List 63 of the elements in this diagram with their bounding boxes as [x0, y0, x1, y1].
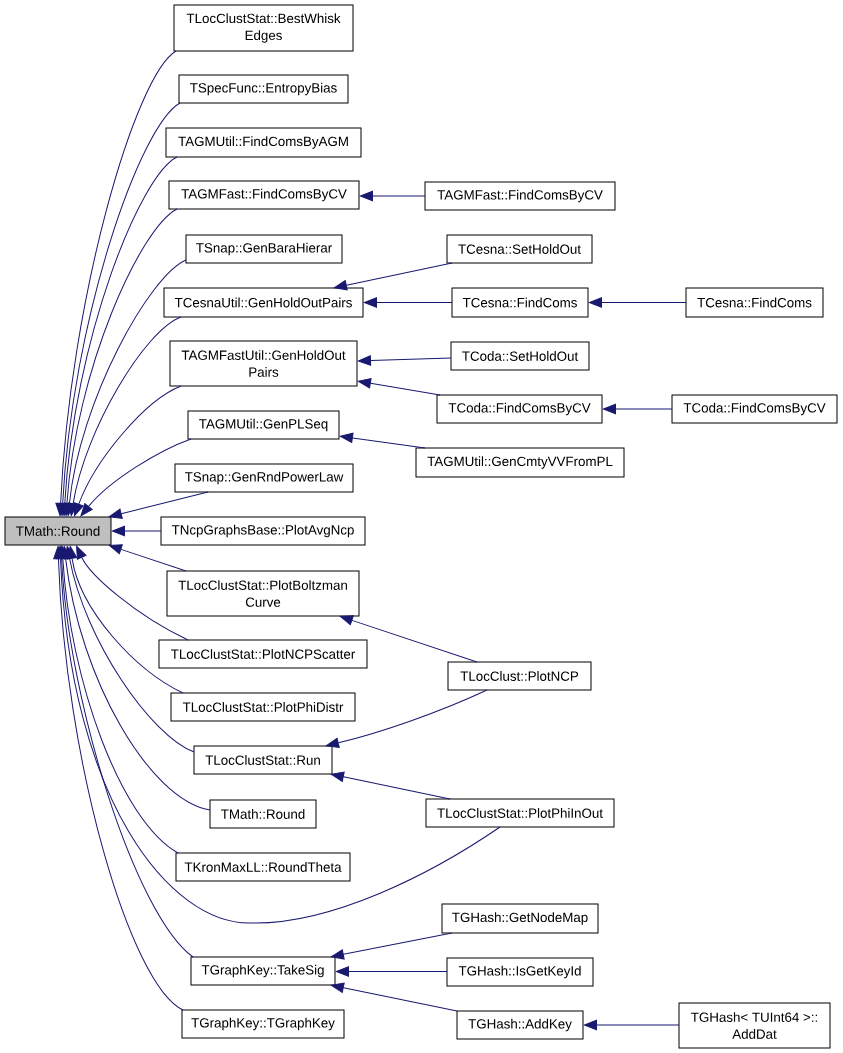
arrow	[59, 156, 178, 517]
arrow	[53, 545, 184, 1011]
function-box: TGHash< TUInt64 >:: AddDat	[678, 1002, 831, 1049]
arrow	[61, 208, 178, 517]
function-box: TLocClustStat::PlotPhiInOut	[425, 798, 615, 828]
arrow	[339, 432, 426, 449]
function-box: TLocClustStat::PlotPhiDistr	[170, 692, 356, 722]
function-box: TCesna::FindComs	[451, 287, 589, 318]
arrow	[108, 491, 209, 519]
arrow	[339, 615, 478, 663]
function-box: TAGMUtil::GenCmtyVVFromPL	[415, 447, 625, 478]
function-box: TLocClustStat::BestWhisk Edges	[173, 4, 354, 52]
function-box: TLocClustStat::PlotNCPScatter	[158, 639, 368, 669]
arrow	[602, 403, 673, 415]
arrow	[111, 525, 162, 537]
function-box: TAGMFastUtil::GenHoldOut Pairs	[169, 340, 358, 387]
arrow	[588, 297, 687, 308]
function-box: TLocClustStat::PlotBoltzman Curve	[166, 570, 360, 617]
arrow	[64, 259, 187, 517]
function-box: TGHash::AddKey	[456, 1010, 584, 1040]
arrow	[64, 545, 195, 753]
function-box: TAGMUtil::FindComsByAGM	[165, 127, 362, 158]
arrow	[359, 190, 426, 202]
function-box: TMath::Round	[209, 799, 317, 829]
function-box: TCoda::FindComsByCV	[671, 394, 838, 424]
function-box: TLocClust::PlotNCP	[447, 661, 592, 691]
arrow	[330, 771, 451, 800]
function-box: TAGMUtil::GenPLSeq	[187, 410, 340, 440]
function-box: TGraphKey::TakeSig	[190, 956, 336, 986]
arrow	[330, 932, 453, 960]
arrow	[333, 262, 453, 291]
function-box: TKronMaxLL::RoundTheta	[175, 852, 351, 882]
root-function-box: TMath::Round	[4, 516, 112, 546]
arrow	[357, 355, 452, 366]
arrow	[108, 544, 187, 572]
function-box: TCesnaUtil::GenHoldOutPairs	[163, 287, 364, 318]
arrow	[363, 297, 453, 308]
arrow	[55, 50, 177, 517]
function-box: TCesna::SetHoldOut	[446, 234, 593, 264]
function-box: TNcpGraphsBase::PlotAvgNcp	[160, 516, 366, 546]
function-box: TSnap::GenRndPowerLaw	[174, 463, 354, 493]
arrow	[335, 966, 448, 977]
function-box: TCoda::FindComsByCV	[436, 394, 603, 424]
function-box: TGHash::GetNodeMap	[441, 903, 599, 934]
function-box: TLocClustStat::Run	[193, 745, 333, 775]
arrow	[325, 689, 488, 748]
arrow	[67, 316, 182, 517]
arrow	[583, 1019, 680, 1031]
function-box: TSpecFunc::EntropyBias	[178, 74, 349, 104]
arrow	[60, 545, 211, 811]
function-box: TCoda::SetHoldOut	[450, 341, 590, 371]
arrow	[73, 385, 182, 517]
function-box: TGHash::IsGetKeyId	[446, 957, 594, 987]
function-box: TAGMFast::FindComsByCV	[424, 181, 616, 211]
function-box: TCesna::FindComs	[685, 287, 824, 318]
function-box: TSnap::GenBaraHierar	[185, 234, 343, 264]
function-box: TAGMFast::FindComsByCV	[168, 180, 360, 210]
arrow	[357, 378, 441, 396]
arrow	[57, 102, 181, 517]
arrow	[330, 982, 458, 1012]
arrow	[76, 545, 189, 641]
arrow	[80, 438, 192, 517]
function-box: TGraphKey::TGraphKey	[181, 1009, 345, 1039]
